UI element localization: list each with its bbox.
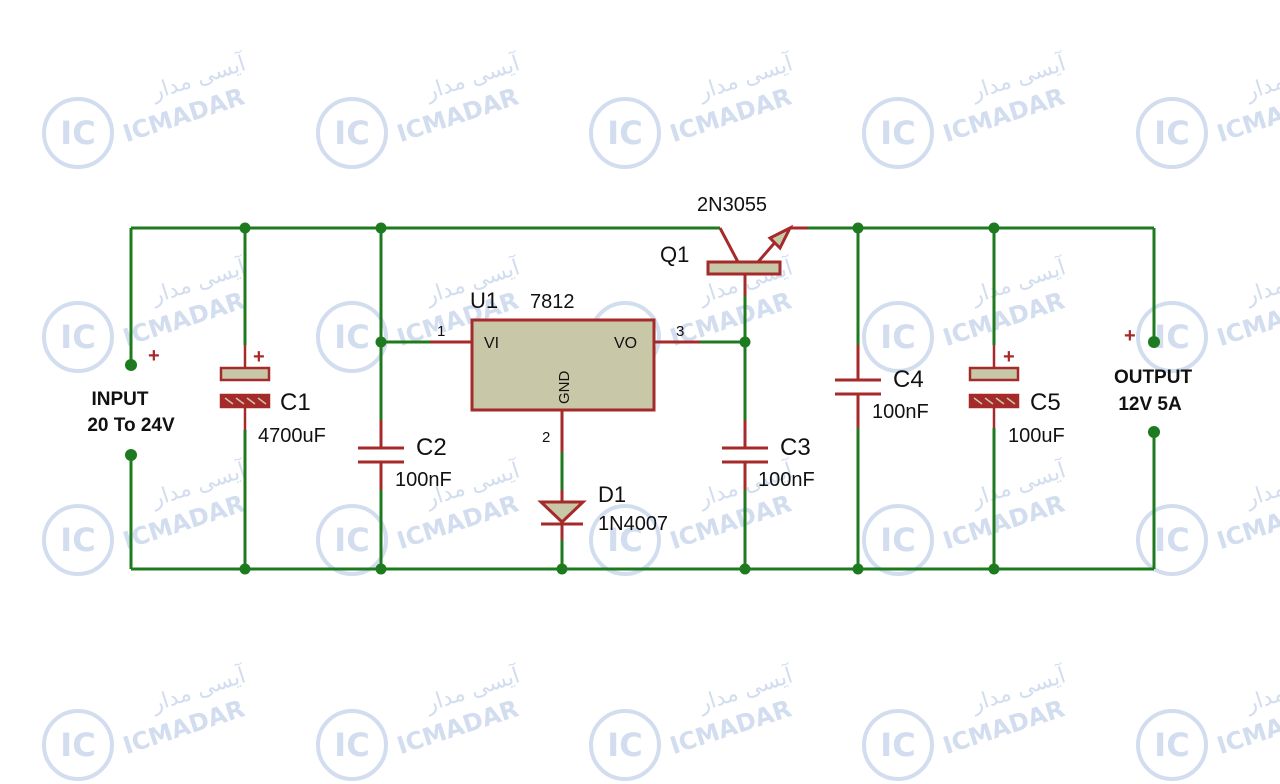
c5-plus-sign: + — [1003, 346, 1015, 368]
input-terminal-plus — [125, 359, 137, 371]
c3-value: 100nF — [758, 469, 815, 491]
svg-text:IC: IC — [607, 726, 642, 764]
svg-text:IC: IC — [334, 114, 369, 152]
svg-text:IC: IC — [607, 114, 642, 152]
c2-ref: C2 — [416, 434, 447, 461]
u1-pin3-number: 3 — [676, 323, 684, 340]
junction-pin3 — [739, 336, 751, 348]
junction-bottom-c2 — [375, 563, 387, 575]
regulator-u1 — [430, 318, 700, 452]
svg-text:IC: IC — [60, 318, 95, 356]
u1-pin2-number: 2 — [542, 429, 550, 446]
output-label-line2: 12V 5A — [1118, 394, 1182, 415]
transistor-base-bar — [706, 260, 782, 276]
junction-top-c2 — [375, 222, 387, 234]
junction-top-c5 — [988, 222, 1000, 234]
svg-text:IC: IC — [1154, 726, 1189, 764]
u1-pin-gnd: GND — [556, 371, 573, 405]
input-label-line2: 20 To 24V — [87, 415, 175, 436]
input-plus-sign: + — [148, 345, 160, 367]
u1-pin1-number: 1 — [437, 323, 445, 340]
capacitor-c1 — [219, 345, 271, 430]
c4-value: 100nF — [872, 401, 929, 423]
svg-text:IC: IC — [607, 521, 642, 559]
svg-text:IC: IC — [1154, 114, 1189, 152]
svg-text:IC: IC — [880, 521, 915, 559]
wires — [129, 226, 1156, 571]
svg-text:IC: IC — [334, 318, 369, 356]
output-label-line1: OUTPUT — [1114, 367, 1193, 388]
svg-text:IC: IC — [880, 726, 915, 764]
capacitor-c3 — [722, 420, 768, 490]
c5-value: 100uF — [1008, 425, 1065, 447]
d1-part: 1N4007 — [598, 513, 668, 535]
c1-plus-sign: + — [253, 346, 265, 368]
regulator-body — [470, 318, 656, 412]
c5-ref: C5 — [1030, 389, 1061, 416]
junction-top-c4 — [852, 222, 864, 234]
junction-bottom-c1 — [239, 563, 251, 575]
diode-d1 — [537, 490, 587, 540]
q1-part: 2N3055 — [697, 194, 767, 216]
c2-value: 100nF — [395, 469, 452, 491]
capacitor-c2 — [358, 420, 404, 490]
u1-pin-vo: VO — [614, 335, 637, 352]
svg-text:IC: IC — [60, 114, 95, 152]
junction-bottom-c5 — [988, 563, 1000, 575]
capacitor-c5 — [968, 345, 1020, 428]
output-terminal-plus — [1148, 336, 1160, 348]
output-plus-sign: + — [1124, 325, 1136, 347]
u1-ref: U1 — [470, 288, 498, 313]
junction-bottom-c4 — [852, 563, 864, 575]
c1-ref: C1 — [280, 389, 311, 416]
svg-text:IC: IC — [1154, 521, 1189, 559]
input-label-line1: INPUT — [92, 389, 149, 410]
capacitor-c4 — [835, 345, 881, 428]
input-terminal-minus — [125, 449, 137, 461]
junction-pin1 — [375, 336, 387, 348]
c3-ref: C3 — [780, 434, 811, 461]
u1-part: 7812 — [530, 291, 575, 313]
junction-bottom-c3 — [739, 563, 751, 575]
d1-ref: D1 — [598, 482, 626, 507]
svg-text:IC: IC — [60, 521, 95, 559]
u1-pin-vi: VI — [484, 335, 499, 352]
svg-text:IC: IC — [334, 521, 369, 559]
q1-ref: Q1 — [660, 242, 689, 267]
output-terminal-minus — [1148, 426, 1160, 438]
svg-text:IC: IC — [334, 726, 369, 764]
svg-text:IC: IC — [880, 318, 915, 356]
junction-top-c1 — [239, 222, 251, 234]
c1-value: 4700uF — [258, 425, 326, 447]
svg-text:IC: IC — [880, 114, 915, 152]
c4-ref: C4 — [893, 366, 924, 393]
junction-bottom-d1 — [556, 563, 568, 575]
transistor-q1 — [706, 224, 808, 296]
labels: + INPUT 20 To 24V + C1 4700uF C2 100nF U… — [87, 194, 1192, 535]
junctions — [125, 222, 1160, 575]
svg-text:IC: IC — [1154, 318, 1189, 356]
svg-text:IC: IC — [60, 726, 95, 764]
